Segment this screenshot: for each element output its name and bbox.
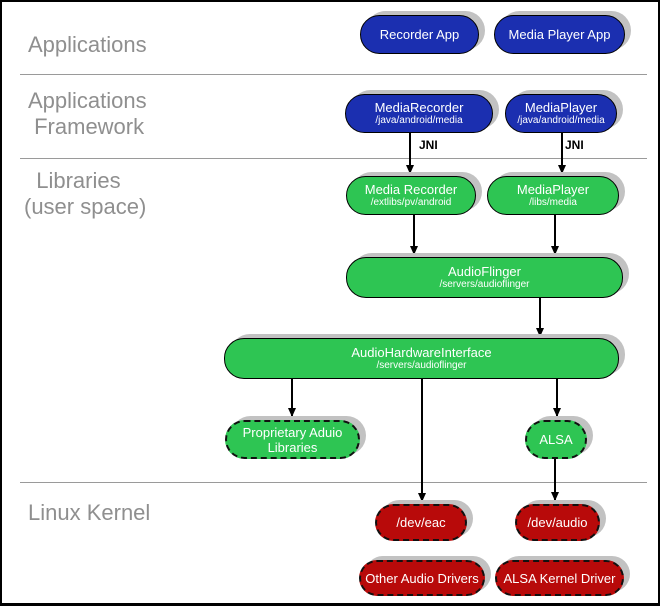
arrowhead-icon (409, 246, 418, 255)
layer-label-libraries-line1: Libraries (24, 168, 121, 193)
arrow-mediaplayer-to-audioflinger (550, 215, 559, 255)
node-title: Recorder App (379, 27, 460, 42)
arrowhead-icon (557, 165, 566, 174)
arrowhead-icon (552, 408, 561, 417)
arrowhead-icon (535, 328, 544, 337)
layer-label-linux-kernel: Linux Kernel (28, 500, 151, 525)
node-mediarecorder-framework: MediaRecorder /java/android/media (345, 94, 493, 133)
arrowhead-icon (405, 165, 414, 174)
node-mediaplayer-lib: MediaPlayer /libs/media (487, 176, 619, 215)
node-mediaplayer-framework: MediaPlayer /java/android/media (505, 94, 617, 133)
separator-libraries-kernel (20, 482, 647, 483)
layer-label-framework-line1: Applications (28, 88, 147, 113)
node-title: MediaPlayer (516, 182, 590, 197)
edge-label-jni-left: JNI (419, 138, 438, 152)
separator-applications-framework (20, 74, 647, 75)
node-other-audio-drivers: Other Audio Drivers (359, 560, 485, 596)
node-subtitle: /servers/audioflinger (439, 279, 530, 290)
arrowhead-icon (417, 493, 426, 502)
arrow-ahi-to-proprietary (287, 379, 296, 417)
node-title: ALSA Kernel Driver (503, 570, 616, 586)
arrow-ahi-to-dev-eac (417, 379, 426, 502)
edge-label-jni-right: JNI (565, 138, 584, 152)
arrow-mediaplayer-jni (557, 133, 566, 174)
node-title: MediaRecorder (374, 100, 464, 115)
node-subtitle: /libs/media (529, 197, 577, 208)
arrow-alsa-to-dev-audio (550, 459, 559, 501)
layer-label-libraries: Libraries(user space) (24, 168, 146, 220)
node-subtitle: /extlibs/pv/android (370, 197, 452, 208)
node-recorder-app: Recorder App (360, 15, 479, 54)
arrow-audioflinger-to-ahi (535, 298, 544, 337)
layer-label-applications-framework: Applications Framework (28, 88, 147, 140)
arrowhead-icon (550, 492, 559, 501)
node-title: Media Recorder (364, 182, 458, 197)
node-dev-eac: /dev/eac (375, 504, 467, 541)
layer-label-applications: Applications (28, 32, 147, 57)
node-audiohardwareinterface: AudioHardwareInterface /servers/audiofli… (224, 338, 619, 379)
separator-framework-libraries (20, 158, 647, 159)
node-media-recorder-lib: Media Recorder /extlibs/pv/android (346, 176, 476, 215)
arrowhead-icon (550, 246, 559, 255)
arrow-mediarecorder-to-audioflinger (409, 215, 418, 255)
node-title: /dev/audio (527, 515, 588, 530)
node-subtitle: /java/android/media (517, 115, 605, 126)
node-title: Media Player App (508, 27, 611, 42)
node-title: Other Audio Drivers (365, 570, 479, 586)
node-title: AudioFlinger (448, 264, 521, 279)
node-title: ALSA (539, 432, 573, 447)
node-proprietary-audio-libraries: Proprietary Aduio Libraries (225, 420, 360, 459)
node-title: Proprietary Aduio Libraries (242, 424, 343, 455)
node-dev-audio: /dev/audio (515, 504, 600, 541)
arrow-mediarecorder-jni (405, 133, 414, 174)
node-subtitle: /java/android/media (375, 115, 463, 126)
node-title: MediaPlayer (524, 100, 598, 115)
node-subtitle: /servers/audioflinger (376, 360, 467, 371)
node-alsa-kernel-driver: ALSA Kernel Driver (495, 560, 624, 596)
arrowhead-icon (287, 408, 296, 417)
node-title: AudioHardwareInterface (351, 345, 492, 360)
layer-label-framework-line2: Framework (28, 114, 145, 139)
layer-label-libraries-line2: (user space) (24, 194, 147, 219)
node-title: /dev/eac (396, 515, 446, 530)
node-alsa: ALSA (525, 420, 587, 459)
node-audioflinger: AudioFlinger /servers/audioflinger (346, 257, 623, 298)
arrow-ahi-to-alsa (552, 379, 561, 417)
node-media-player-app: Media Player App (494, 15, 625, 54)
